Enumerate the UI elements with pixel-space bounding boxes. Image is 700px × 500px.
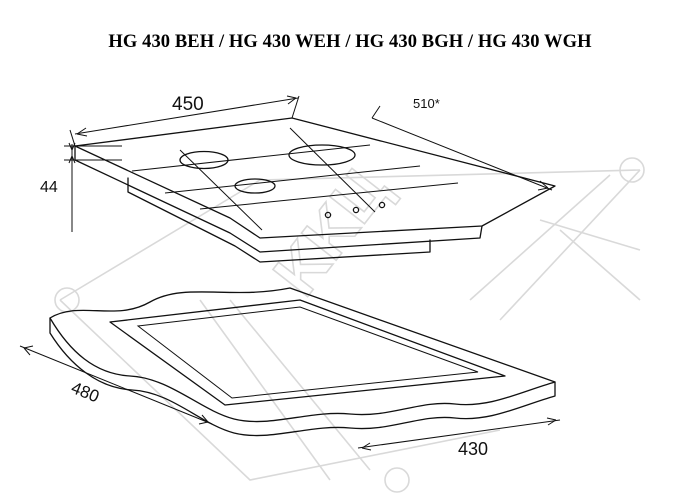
watermark-stroke-6 [469, 174, 611, 301]
hob-grid-line-3 [199, 182, 459, 210]
watermark-stroke-8 [559, 229, 641, 301]
countertop-front-edge [49, 317, 556, 437]
hob-body [127, 177, 431, 263]
model-title: HG 430 BEH / HG 430 WEH / HG 430 BGH / H… [108, 32, 592, 52]
watermark-stroke-3 [199, 299, 331, 481]
countertop [49, 287, 556, 437]
dim-width-cutout: 430 [357, 417, 561, 459]
watermark-stroke-1 [59, 169, 641, 301]
dim-label-510: 510* [413, 96, 440, 111]
watermark-stroke-4 [229, 299, 371, 471]
watermark-stroke-5 [499, 169, 641, 321]
knob-2 [352, 206, 360, 214]
countertop-cutout [109, 299, 506, 406]
dim-label-480: 480 [69, 378, 102, 406]
burner-right-rear [288, 144, 356, 166]
hob-grid-line-1 [131, 144, 371, 172]
countertop-cutout-inner [136, 306, 479, 399]
watermark-circle-3 [384, 467, 410, 493]
dim-depth-top: 510* [371, 96, 553, 191]
dim-label-430: 430 [458, 439, 488, 459]
burner-left-rear [179, 150, 229, 170]
hob-front-edge [74, 145, 483, 253]
watermark-circle-2 [619, 157, 645, 183]
knob-3 [378, 201, 386, 209]
hob-grid-line-5 [289, 127, 376, 213]
hob-grid-line-4 [179, 149, 263, 231]
burner-front [234, 178, 276, 194]
countertop-top-surface [49, 287, 556, 423]
watermark-circle-1 [54, 287, 80, 313]
watermark-stroke-7 [539, 219, 641, 251]
dim-label-450: 450 [172, 94, 204, 115]
dim-depth-cutout: 480 [19, 345, 213, 425]
watermark-stroke-2 [59, 299, 501, 481]
hob-grid-line-2 [164, 165, 421, 194]
knob-1 [324, 211, 332, 219]
dim-width-top: 450 [69, 94, 300, 147]
watermark: KKЦ [54, 154, 645, 493]
dim-height: 44 [40, 142, 122, 232]
dim-label-44: 44 [40, 179, 58, 196]
